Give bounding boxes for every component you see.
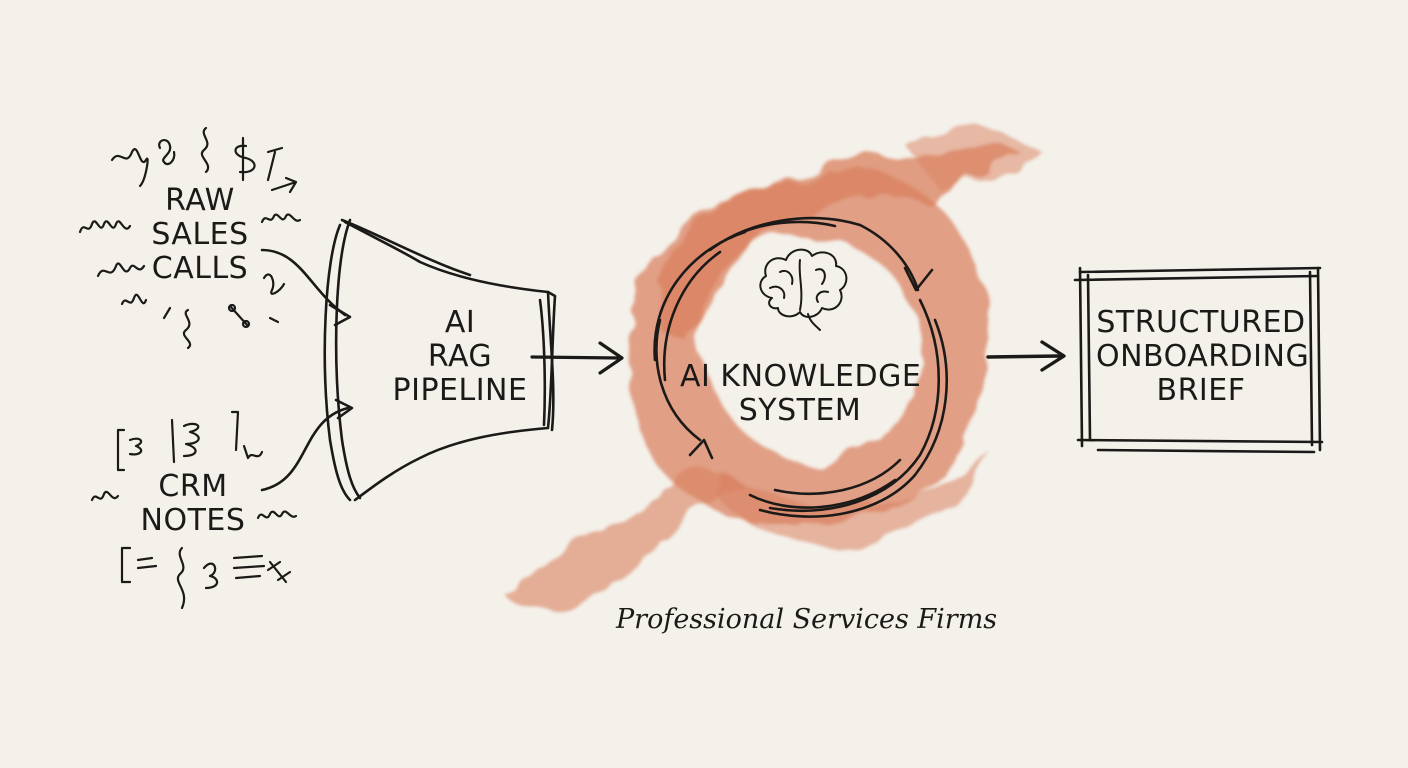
arrow-system-to-brief (986, 354, 1062, 359)
watercolor-swirl (500, 131, 1040, 613)
arrow-pipeline-to-system (530, 355, 622, 360)
raw-calls-line-1: RAW (165, 183, 235, 218)
onboarding-brief-box (1073, 266, 1324, 454)
rag-pipeline-funnel (323, 218, 557, 502)
raw-calls-line-2: SALES (151, 217, 249, 252)
arrow-pipeline-head (598, 341, 624, 375)
swirl-ink-strokes (653, 216, 948, 518)
arrow-brief-head (1040, 340, 1066, 372)
knowledge-line-1: AI KNOWLEDGE (680, 359, 922, 394)
brief-line-1: STRUCTURED (1096, 305, 1306, 340)
brief-line-3: BRIEF (1156, 373, 1246, 408)
pipeline-line-2: RAG (427, 339, 493, 374)
crm-notes-label: CRM NOTES (128, 470, 258, 538)
crm-notes-line-2: NOTES (140, 503, 246, 538)
knowledge-line-2: SYSTEM (738, 393, 862, 428)
raw-sales-calls-label: RAW SALES CALLS (140, 184, 260, 286)
scribble-icons (78, 126, 302, 350)
brain-icon (759, 248, 848, 331)
pipeline-line-1: AI (444, 305, 476, 340)
arrow-crm-to-pipeline (260, 406, 350, 492)
structured-onboarding-brief-label: STRUCTURED ONBOARDING BRIEF (1096, 305, 1310, 408)
ai-rag-pipeline-label: AI RAG PIPELINE (380, 306, 540, 408)
ai-knowledge-system-label: AI KNOWLEDGE SYSTEM (680, 359, 922, 428)
arrow-crm-head (334, 398, 354, 420)
brief-line-2: ONBOARDING (1096, 339, 1310, 374)
crm-notes-line-1: CRM (158, 469, 228, 504)
crm-scribble-icons (90, 410, 298, 610)
raw-calls-line-3: CALLS (151, 251, 249, 286)
arrow-calls-head (328, 303, 352, 327)
diagram-caption: Professional Services Firms (616, 604, 998, 635)
ink-layer (78, 126, 1324, 610)
pipeline-line-3: PIPELINE (392, 373, 528, 408)
